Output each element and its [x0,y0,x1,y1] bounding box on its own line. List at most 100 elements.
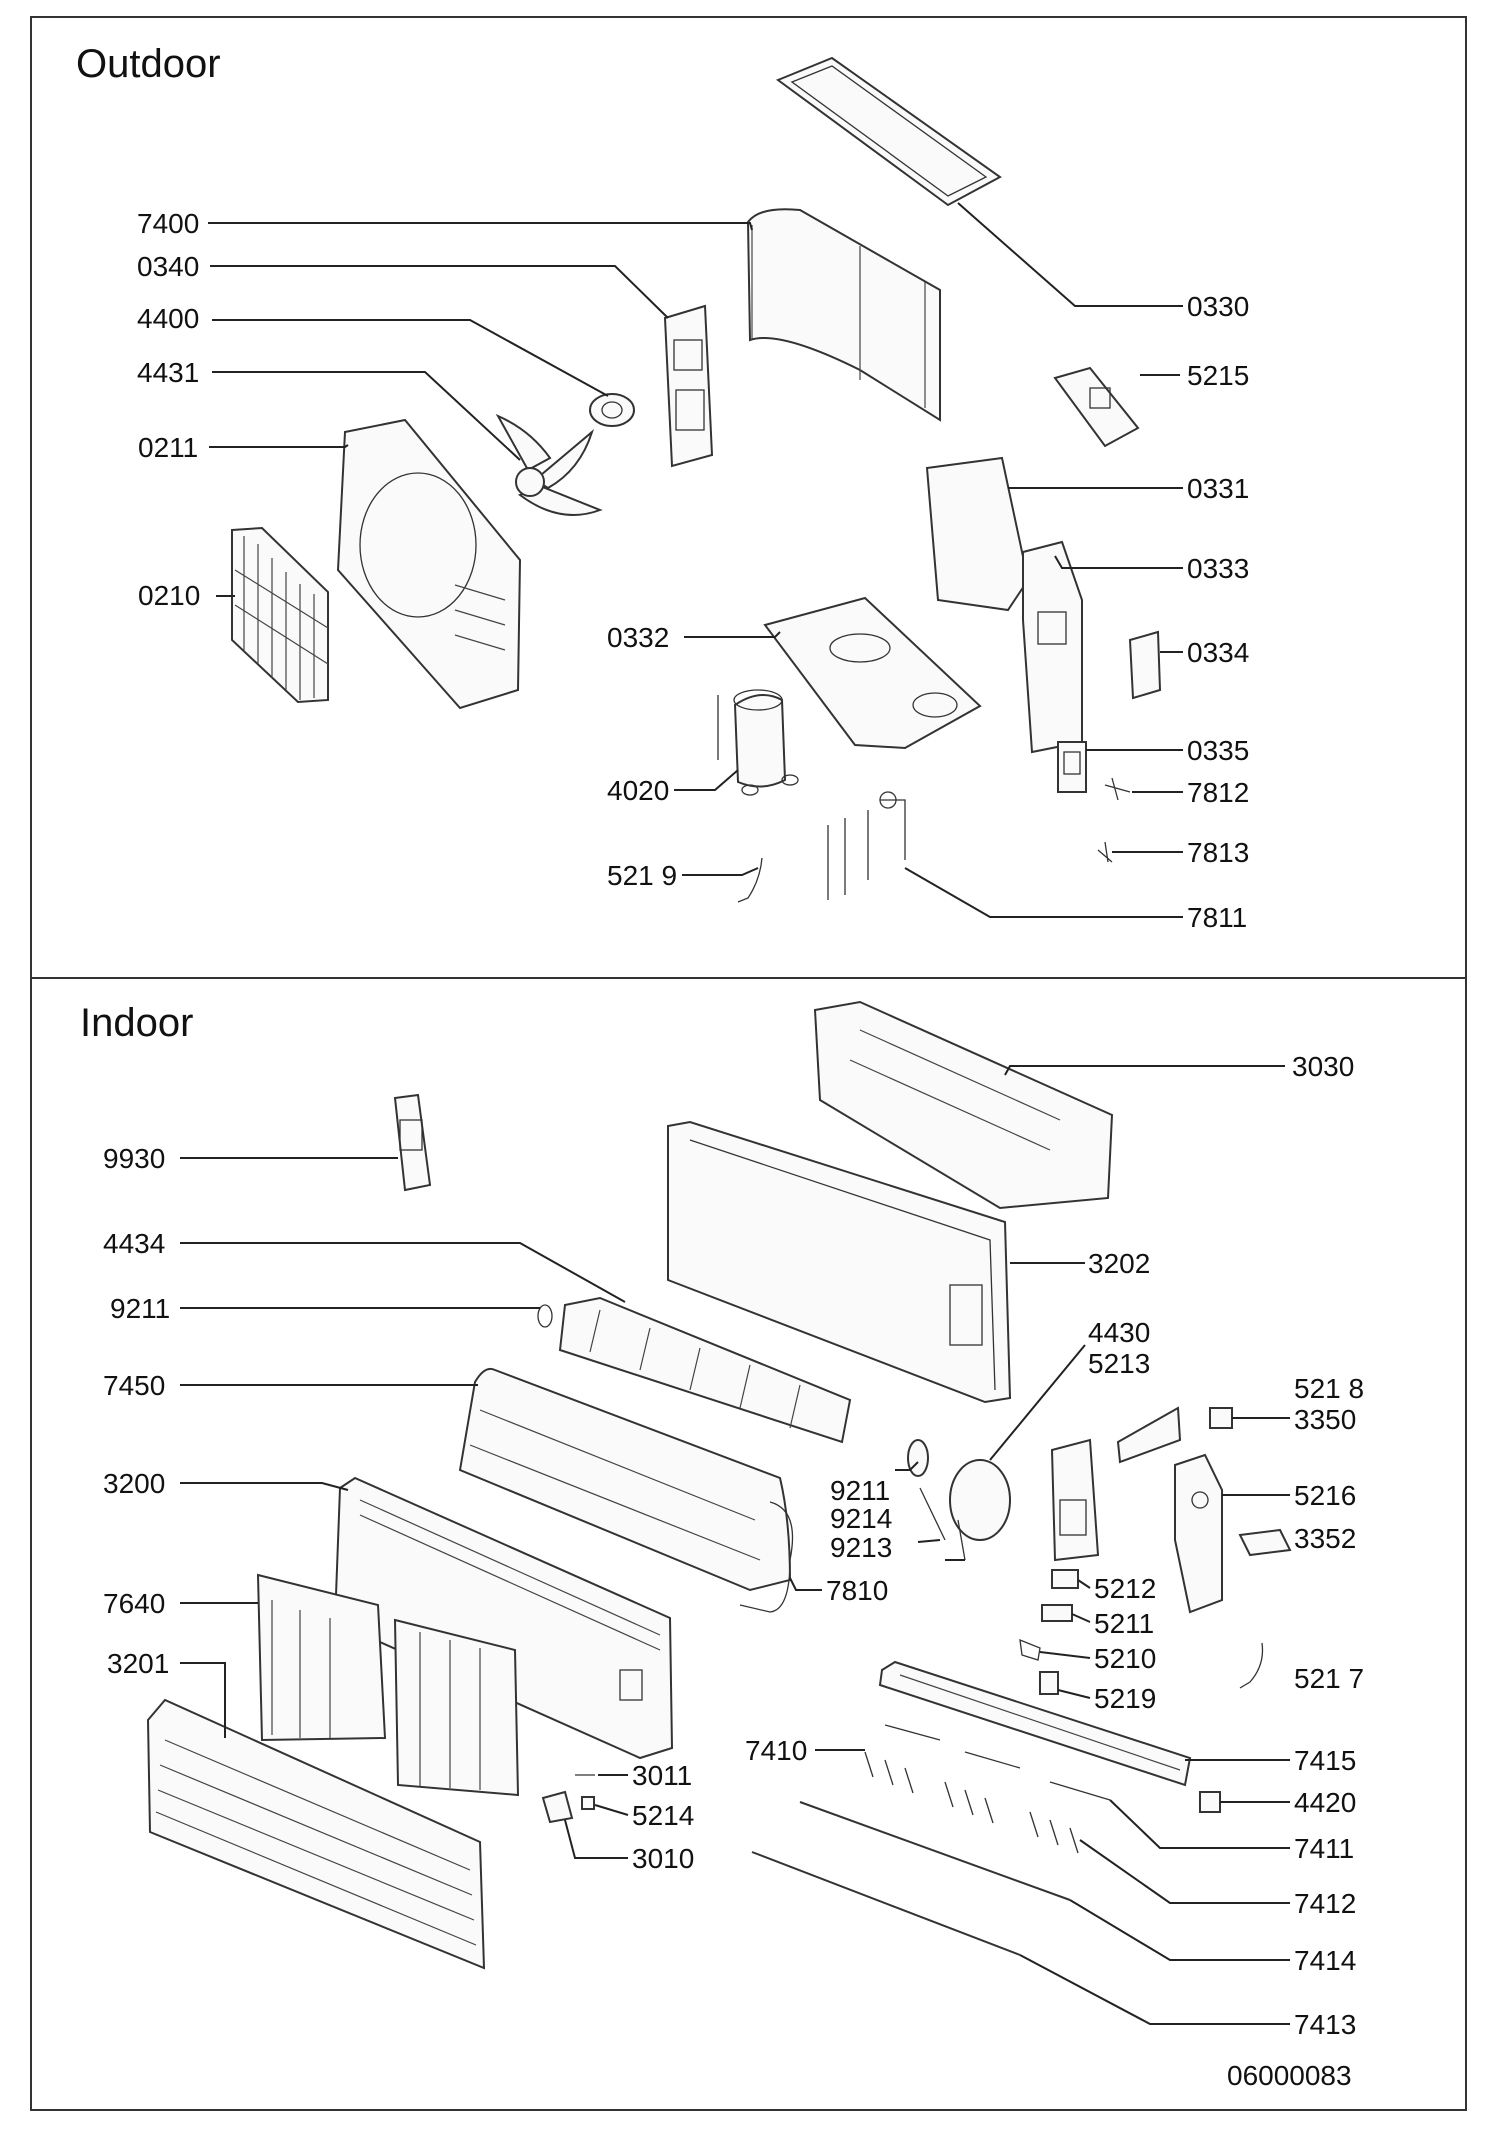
label-0210: 0210 [138,580,200,611]
label-5213: 5213 [1088,1348,1150,1379]
label-4430: 4430 [1088,1317,1150,1348]
part-5218-board [1116,1406,1182,1464]
label-0211: 0211 [138,432,198,463]
label-0335: 0335 [1187,735,1249,766]
part-7415-bottom-frame [878,1660,1192,1787]
label-4420: 4420 [1294,1787,1356,1818]
label-5214: 5214 [632,1800,694,1831]
part-3202-chassis [667,1120,1012,1404]
part-9930-remote [393,1093,432,1192]
part-0211-front-panel [336,418,522,710]
label-5218: 521 8 [1294,1373,1364,1404]
label-4400: 4400 [137,303,199,334]
part-7811-valves [827,791,906,900]
part-3201-front-panel [146,1698,486,1970]
label-5212: 5212 [1094,1573,1156,1604]
label-7640: 7640 [103,1588,165,1619]
label-0340: 0340 [137,251,199,282]
part-7640-filters [256,1573,520,1797]
part-7810-drain [739,1501,794,1613]
label-7812: 7812 [1187,777,1249,808]
part-4420-stepper [1199,1791,1221,1813]
label-4434: 4434 [103,1228,165,1259]
part-5210-part [1019,1638,1041,1661]
outdoor-section-title: Outdoor [76,42,221,86]
label-0330: 0330 [1187,291,1249,322]
label-5215: 5215 [1187,360,1249,391]
label-7415: 7415 [1294,1745,1356,1776]
label-9214: 9214 [830,1503,892,1534]
label-5219-indoor: 5219 [1094,1683,1156,1714]
label-3201: 3201 [107,1648,169,1679]
part-7413-rod [751,1851,1021,1956]
outdoor-labels: 7400 0340 4400 4431 0211 0210 0332 4020 … [137,208,1249,933]
label-9213: 9213 [830,1532,892,1563]
part-3352-plate [1238,1528,1292,1557]
label-5210: 5210 [1094,1643,1156,1674]
label-7400: 7400 [137,208,199,239]
label-3011: 3011 [632,1760,692,1791]
label-5219-outdoor: 521 9 [607,860,677,891]
part-0334-cover [1128,630,1162,700]
outdoor-leader-lines [208,202,1183,918]
part-7812-valve [1104,777,1131,801]
drawing-number: 06000083 [1227,2060,1352,2091]
part-7411-links [884,1724,1111,1801]
label-4431: 4431 [137,357,199,388]
label-3010: 3010 [632,1843,694,1874]
label-5211: 5211 [1094,1608,1154,1639]
label-9211-a: 9211 [110,1293,170,1324]
label-3352: 3352 [1294,1523,1356,1554]
part-7414-rod [799,1801,1071,1901]
label-7811: 7811 [1187,902,1247,933]
part-3010-display [541,1790,574,1824]
label-7413: 7413 [1294,2009,1356,2040]
label-3200: 3200 [103,1468,165,1499]
part-4431-propeller [495,413,603,516]
label-3350: 3350 [1294,1404,1356,1435]
label-0332: 0332 [607,622,669,653]
label-5217: 521 7 [1294,1663,1364,1694]
part-5212-board [1051,1569,1079,1589]
label-7450: 7450 [103,1370,165,1401]
part-7813-valve [1097,841,1113,863]
label-3030: 3030 [1292,1051,1354,1082]
outdoor-parts [231,56,1162,903]
label-7410: 7410 [745,1735,807,1766]
indoor-leader-lines [180,1065,1290,2025]
label-0331: 0331 [1187,473,1249,504]
part-5211-board [1041,1604,1073,1622]
part-5217-wire [1239,1642,1264,1689]
label-3202: 3202 [1088,1248,1150,1279]
part-5219-indoor-board [1039,1671,1059,1695]
part-0210-grille [231,526,329,704]
part-7400-condenser [746,208,941,422]
part-3350-relay [1209,1407,1233,1429]
part-0331-side-panel [925,456,1030,612]
label-9930: 9930 [103,1143,165,1174]
part-4020-compressor [717,689,799,796]
label-0333: 0333 [1187,553,1249,584]
label-7810: 7810 [826,1575,888,1606]
label-4020: 4020 [607,775,669,806]
part-5216-bracket [1174,1453,1223,1614]
part-3030-mounting-plate [813,1000,1114,1210]
label-0334: 0334 [1187,637,1249,668]
part-0335-bracket [1057,741,1087,793]
label-9211-b: 9211 [830,1475,890,1506]
label-7813: 7813 [1187,837,1249,868]
part-4400-fan-motor [589,393,635,427]
label-5216: 5216 [1294,1480,1356,1511]
part-5212-ebox [1050,1438,1100,1562]
part-5215-terminal [1053,366,1140,448]
part-0330-top-cover [775,56,1002,207]
label-7414: 7414 [1294,1945,1356,1976]
label-7412: 7412 [1294,1888,1356,1919]
part-0333-control-box [1022,540,1083,754]
indoor-labels: 9930 4434 9211 7450 3200 7640 3201 7410 … [103,1051,1364,2040]
indoor-section-title: Indoor [80,1001,193,1045]
part-5214-part [581,1796,595,1810]
part-4430-motor-group [907,1439,1011,1561]
part-0340-partition [663,304,714,468]
